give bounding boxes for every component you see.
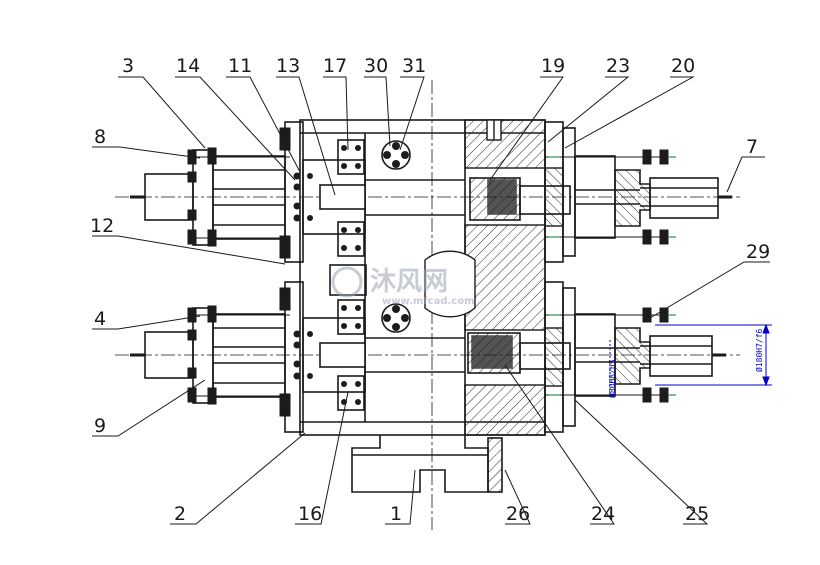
- part-label-17: 17: [323, 55, 347, 77]
- part-label-16: 16: [298, 503, 322, 525]
- leader-lines: [92, 76, 770, 525]
- part-label-29: 29: [746, 241, 770, 263]
- part-label-4: 4: [94, 308, 106, 330]
- part-label-1: 1: [390, 503, 402, 525]
- part-label-3: 3: [122, 55, 134, 77]
- left-ram-top: [130, 149, 366, 246]
- right-bolt-shafts: [545, 156, 668, 396]
- part-labels: 3 14 11 13 17 30 31 19 23 20 8 7 12 29 4…: [90, 55, 770, 525]
- left-bolts: [187, 127, 291, 417]
- valve-wheel-top: [381, 140, 411, 170]
- dimension-mid: Ø80H8/h5: [607, 359, 617, 398]
- green-studs: [548, 156, 676, 396]
- right-ram-bottom: [467, 313, 726, 397]
- part-label-30: 30: [364, 55, 388, 77]
- seal-dots: [293, 172, 313, 380]
- watermark-logo-icon: [331, 266, 363, 298]
- part-label-25: 25: [685, 503, 709, 525]
- part-label-2: 2: [174, 503, 186, 525]
- bore-cavities: [365, 179, 476, 373]
- part-label-24: 24: [591, 503, 615, 525]
- part-label-9: 9: [94, 415, 106, 437]
- valve-wheel-bottom: [381, 303, 411, 333]
- part-label-14: 14: [176, 55, 200, 77]
- part-label-20: 20: [671, 55, 695, 77]
- watermark-title: 沐风网: [370, 267, 448, 297]
- part-label-13: 13: [276, 55, 300, 77]
- part-label-19: 19: [541, 55, 565, 77]
- left-ram-bottom: [130, 307, 366, 404]
- dimension-right: Ø180H7/f6: [754, 328, 764, 372]
- watermark-url: www.mfcad.com: [382, 296, 475, 307]
- right-ram-top: [469, 155, 732, 239]
- watermark: 沐风网 www.mfcad.com: [331, 266, 475, 307]
- left-bolt-shafts: [190, 156, 290, 397]
- part-label-8: 8: [94, 126, 106, 148]
- packing-block-dots: [341, 145, 361, 405]
- bottom-neck: [351, 435, 503, 493]
- body-hatched-section: [464, 119, 564, 436]
- dimension-lines: [609, 323, 772, 395]
- part-label-12: 12: [90, 215, 114, 237]
- top-screw: [486, 119, 502, 141]
- part-label-23: 23: [606, 55, 630, 77]
- part-label-31: 31: [402, 55, 426, 77]
- part-label-26: 26: [506, 503, 530, 525]
- part-label-7: 7: [746, 136, 758, 158]
- part-label-11: 11: [228, 55, 252, 77]
